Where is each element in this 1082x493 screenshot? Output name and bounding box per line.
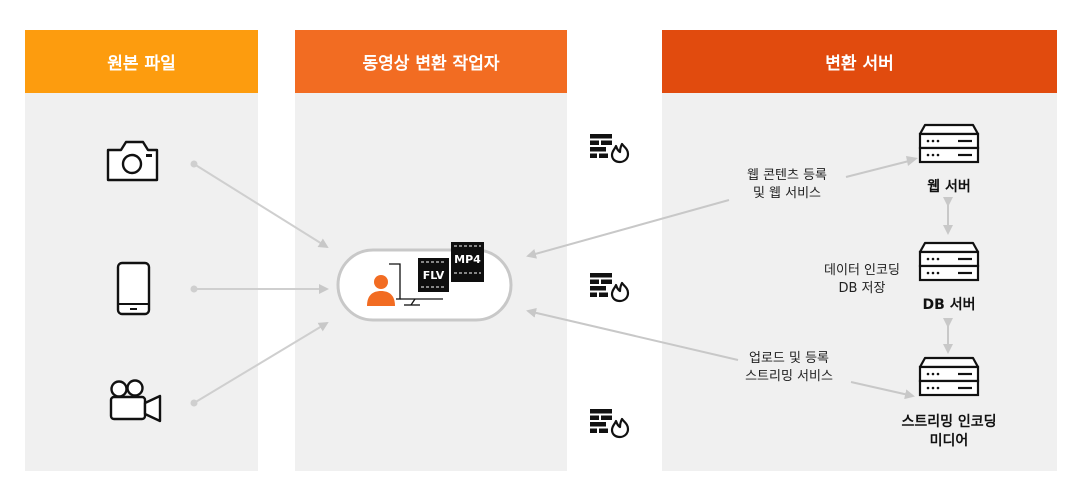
label-line: 웹 콘텐츠 등록 [746,168,828,183]
label-line: DB 저장 [838,281,886,296]
video-camera-icon [109,379,162,423]
flv-label: FLV [423,269,445,282]
camera-icon [106,140,159,182]
smartphone-icon [116,261,151,316]
mp4-label: MP4 [454,253,481,266]
conversion-server-header: 변환 서버 [662,30,1057,93]
web-publish-label: 웹 콘텐츠 등록 및 웹 서비스 [722,167,852,203]
person-at-computer-icon [367,263,443,306]
firewall-icon [588,271,630,303]
label-line: 웹 서버 [927,179,971,195]
video-worker-column: 동영상 변환 작업자 [295,30,567,471]
server-icon [918,356,980,397]
label-line: DB 서버 [922,297,976,313]
label-line: 스트리밍 서비스 [745,369,833,384]
db-store-label: 데이터 인코딩 DB 저장 [802,262,922,298]
source-files-header: 원본 파일 [25,30,258,93]
flv-format-tag: FLV [418,258,449,292]
label-line: 스트리밍 인코딩 [901,414,997,430]
server-icon [918,123,980,164]
firewall-icon [588,407,630,439]
web-server-label: 웹 서버 [889,178,1009,197]
label-line: 업로드 및 등록 [748,351,830,366]
label-line: 미디어 [929,433,969,449]
label-line: 및 웹 서비스 [752,186,822,201]
firewall-icon [588,132,630,164]
conversion-server-column: 변환 서버 [662,30,1057,471]
server-icon [918,241,980,282]
worker-server-arrows [526,156,953,400]
mp4-format-tag: MP4 [451,242,484,282]
streaming-media-label: 스트리밍 인코딩 미디어 [874,413,1024,451]
video-worker-header: 동영상 변환 작업자 [295,30,567,93]
label-line: 데이터 인코딩 [824,263,900,278]
video-worker-node: MP4 FLV [336,242,513,322]
db-server-label: DB 서버 [889,296,1009,315]
stream-upload-label: 업로드 및 등록 스트리밍 서비스 [724,350,854,386]
source-to-worker-arrows [190,160,329,407]
